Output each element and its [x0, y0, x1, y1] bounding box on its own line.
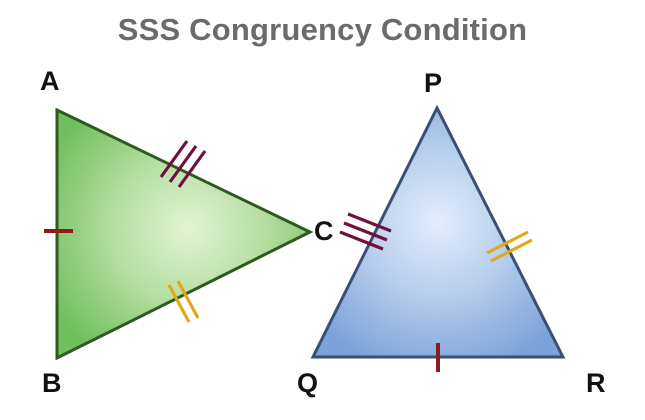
side-PQ-ticks: [339, 212, 392, 251]
vertex-label-a: A: [40, 66, 60, 96]
triangle-pqr: [310, 104, 566, 372]
tick-mark: [486, 230, 529, 255]
vertex-label-c: C: [314, 216, 334, 246]
tick-mark: [347, 212, 392, 233]
tick-mark: [343, 221, 388, 242]
triangle-abc: [44, 107, 314, 361]
tick-mark: [176, 280, 200, 319]
vertex-label-r: R: [586, 368, 606, 398]
tick-mark: [167, 284, 191, 323]
tick-mark: [339, 230, 384, 251]
vertex-label-p: P: [424, 68, 443, 98]
tick-mark: [168, 145, 198, 183]
side-PR-ticks: [486, 230, 533, 263]
triangle-abc-shape: [55, 107, 314, 361]
page-title: SSS Congruency Condition: [117, 12, 528, 47]
tick-mark: [490, 238, 533, 263]
side-BC-ticks: [167, 280, 200, 323]
side-AC-ticks: [159, 140, 207, 188]
tick-mark: [159, 140, 189, 178]
vertex-label-b: B: [42, 368, 62, 398]
tick-mark: [177, 150, 207, 188]
vertex-label-q: Q: [297, 368, 319, 398]
